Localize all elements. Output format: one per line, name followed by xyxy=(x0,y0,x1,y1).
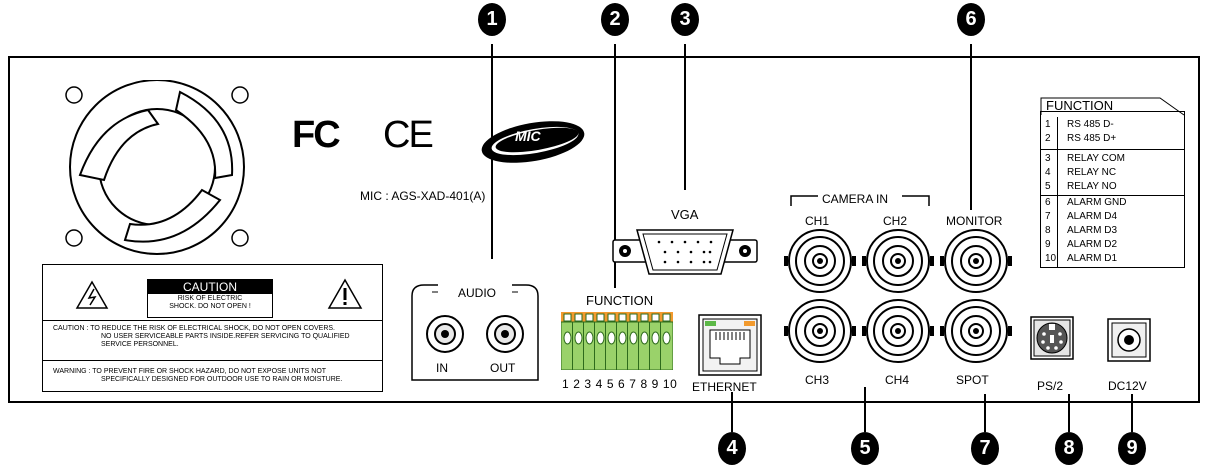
function-row-label: RELAY NO xyxy=(1067,181,1117,192)
function-row-label: ALARM D2 xyxy=(1067,239,1118,250)
callout-badge-3: 3 xyxy=(671,3,699,36)
ethernet-label: ETHERNET xyxy=(692,380,757,394)
audio-in-label: IN xyxy=(436,361,448,375)
bnc-ch2[interactable] xyxy=(862,228,934,296)
function-row-label: RELAY NC xyxy=(1067,167,1117,178)
bnc-ch1[interactable] xyxy=(784,228,856,296)
mic-code: MIC : AGS-XAD-401(A) xyxy=(360,189,486,203)
callout-line-3 xyxy=(684,44,686,190)
ps2-label: PS/2 xyxy=(1037,379,1064,393)
ps2-port[interactable] xyxy=(1030,316,1074,360)
fan-vent-icon xyxy=(65,80,249,255)
function-table: 1 RS 485 D- 2 RS 485 D+ 3 RELAY COM 4 RE… xyxy=(1040,111,1185,268)
vga-label: VGA xyxy=(671,207,699,222)
function-row-label: ALARM D4 xyxy=(1067,211,1118,222)
callout-badge-8: 8 xyxy=(1055,432,1083,465)
callout-badge-6: 6 xyxy=(957,3,985,36)
ch1-label: CH1 xyxy=(805,214,830,228)
ch2-label: CH2 xyxy=(883,214,908,228)
audio-out-jack[interactable] xyxy=(485,314,525,354)
function-row-label: RS 485 D- xyxy=(1067,119,1114,130)
caution-divider-mid xyxy=(42,360,383,361)
electric-hazard-icon xyxy=(75,280,109,309)
callout-line-6 xyxy=(970,44,972,210)
callout-line-9 xyxy=(1131,394,1133,432)
warning-text-line-2: SPECIFICALLY DESIGNED FOR OUTDOOR USE TO… xyxy=(101,376,343,383)
ethernet-port[interactable] xyxy=(698,314,762,376)
function-table-column-divider xyxy=(1057,117,1058,268)
dc-label: DC12V xyxy=(1108,379,1147,393)
caution-risk-line-2: SHOCK. DO NOT OPEN ! xyxy=(169,303,251,310)
camera-in-bracket xyxy=(790,195,930,206)
callout-line-4 xyxy=(731,392,733,432)
function-row-num: 3 xyxy=(1045,153,1051,164)
ch3-label: CH3 xyxy=(805,373,830,387)
function-table-divider-1 xyxy=(1041,149,1184,150)
function-row-num: 9 xyxy=(1045,239,1051,250)
warning-exclamation-icon xyxy=(327,278,363,309)
function-table-title: FUNCTION xyxy=(1046,98,1114,113)
caution-text-line-1: CAUTION : TO REDUCE THE RISK OF ELECTRIC… xyxy=(53,325,335,332)
caution-text-line-2: NO USER SERVICEABLE PARTS INSIDE.REFER S… xyxy=(101,333,350,340)
caution-title: CAUTION xyxy=(148,280,272,294)
mic-logo xyxy=(481,121,585,163)
callout-line-2 xyxy=(614,44,616,288)
callout-line-8 xyxy=(1068,394,1070,432)
audio-title: AUDIO xyxy=(458,286,497,300)
audio-in-jack[interactable] xyxy=(425,314,465,354)
callout-badge-4: 4 xyxy=(718,432,746,465)
callout-line-5 xyxy=(864,387,866,432)
caution-divider-top xyxy=(42,320,383,321)
callout-badge-1: 1 xyxy=(478,3,506,36)
ce-logo: CE xyxy=(383,114,434,156)
function-row-label: ALARM D1 xyxy=(1067,253,1118,264)
function-row-label: ALARM D3 xyxy=(1067,225,1118,236)
caution-risk-line-1: RISK OF ELECTRIC xyxy=(177,295,243,302)
camera-in-title: CAMERA IN xyxy=(822,192,889,206)
function-row-num: 6 xyxy=(1045,197,1051,208)
function-row-label: RELAY COM xyxy=(1067,153,1125,164)
function-row-num: 7 xyxy=(1045,211,1051,222)
function-row-num: 2 xyxy=(1045,133,1051,144)
warning-text-line-1: WARNING : TO PREVENT FIRE OR SHOCK HAZAR… xyxy=(53,368,327,375)
function-row-label: ALARM GND xyxy=(1067,197,1127,208)
function-pin-numbers: 1 2 3 4 5 6 7 8 9 10 xyxy=(562,377,678,391)
bnc-spot[interactable] xyxy=(940,298,1012,366)
fc-logo: FC xyxy=(292,114,341,156)
spot-label: SPOT xyxy=(956,373,989,387)
function-table-tab xyxy=(1040,97,1185,116)
function-row-num: 4 xyxy=(1045,167,1051,178)
ch4-label: CH4 xyxy=(885,373,910,387)
function-row-num: 8 xyxy=(1045,225,1051,236)
vga-port[interactable] xyxy=(611,228,759,276)
audio-out-label: OUT xyxy=(490,361,516,375)
mic-logo-text: MIC xyxy=(515,128,541,144)
bnc-monitor[interactable] xyxy=(940,228,1012,296)
bnc-ch4[interactable] xyxy=(862,298,934,366)
function-table-divider-2 xyxy=(1041,195,1184,196)
bnc-ch3[interactable] xyxy=(784,298,856,366)
dc-power-jack[interactable] xyxy=(1107,318,1151,362)
function-row-num: 5 xyxy=(1045,181,1051,192)
audio-panel-outline xyxy=(411,282,539,381)
caution-text-line-3: SERVICE PERSONNEL. xyxy=(101,341,179,348)
callout-badge-5: 5 xyxy=(851,432,879,465)
function-row-num: 10 xyxy=(1045,253,1057,264)
callout-line-7 xyxy=(984,394,986,432)
monitor-label: MONITOR xyxy=(946,214,1003,228)
function-terminal-label: FUNCTION xyxy=(586,293,654,308)
callout-badge-9: 9 xyxy=(1118,432,1146,465)
function-row-label: RS 485 D+ xyxy=(1067,133,1117,144)
function-terminal-block[interactable] xyxy=(561,312,673,370)
function-row-num: 1 xyxy=(1045,119,1051,130)
callout-badge-7: 7 xyxy=(971,432,999,465)
callout-badge-2: 2 xyxy=(601,3,629,36)
caution-header xyxy=(147,279,273,318)
